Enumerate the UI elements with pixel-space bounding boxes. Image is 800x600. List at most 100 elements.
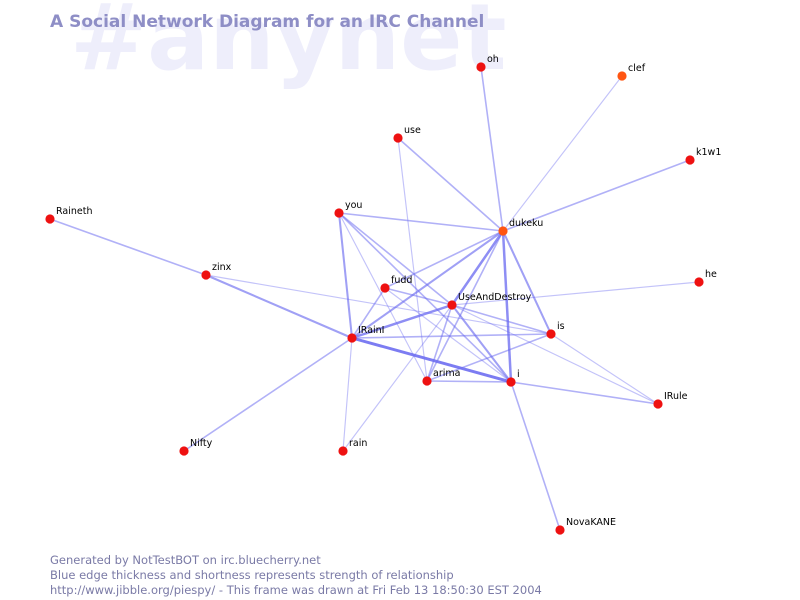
node-dot-oh	[476, 62, 486, 72]
edge-UseAndDestroy-fudd	[384, 287, 453, 306]
node-label-zinx: zinx	[212, 262, 232, 273]
node-Raineth: Raineth	[45, 206, 92, 224]
edge-you-UseAndDestroy	[338, 212, 453, 306]
node-dukeku: dukeku	[498, 218, 543, 236]
edge-dukeku-fudd	[384, 230, 504, 289]
footer-legend-note: Blue edge thickness and shortness repres…	[50, 568, 454, 582]
edge-use-arima	[397, 137, 428, 382]
node-use: use	[393, 125, 421, 143]
node-label-dukeku: dukeku	[509, 218, 543, 229]
node-dot-is	[546, 329, 556, 339]
edge-UseAndDestroy-he	[451, 281, 700, 306]
node-dot-IRainI	[347, 333, 357, 343]
edge-dukeku-UseAndDestroy	[450, 229, 505, 307]
edge-IRainI-Nifty	[183, 337, 353, 452]
node-dot-Nifty	[179, 446, 189, 456]
edge-use-dukeku	[397, 137, 504, 232]
edge-k1w1-dukeku	[502, 159, 691, 232]
edge-IRainI-rain	[342, 337, 353, 452]
node-fudd: fudd	[380, 275, 412, 293]
node-dot-clef	[617, 71, 627, 81]
node-zinx: zinx	[201, 262, 232, 280]
edge-dukeku-arima	[426, 230, 504, 382]
node-rain: rain	[338, 438, 367, 456]
edge-zinx-is	[205, 274, 552, 335]
edge-is-IRule	[550, 333, 659, 405]
edge-i-NovaKANE	[510, 381, 561, 531]
node-label-Nifty: Nifty	[190, 438, 213, 449]
diagram-title: A Social Network Diagram for an IRC Chan…	[50, 12, 485, 32]
node-dot-i	[506, 377, 516, 387]
edge-i-arima	[426, 380, 512, 383]
node-dot-dukeku	[498, 226, 508, 236]
edge-you-dukeku	[338, 212, 504, 232]
node-IRainI: IRainI	[347, 325, 384, 343]
node-dot-IRule	[653, 399, 663, 409]
edge-clef-dukeku	[502, 75, 623, 232]
node-k1w1: k1w1	[685, 147, 721, 165]
node-dot-k1w1	[685, 155, 695, 165]
edge-dukeku-i	[501, 229, 513, 384]
node-NovaKANE: NovaKANE	[555, 517, 616, 535]
edge-i-IRule	[510, 381, 659, 405]
edge-zinx-IRainI	[204, 273, 354, 340]
node-label-rain: rain	[349, 438, 367, 449]
edge-UseAndDestroy-IRainI	[350, 303, 454, 340]
edge-UseAndDestroy-rain	[342, 304, 453, 452]
node-label-use: use	[404, 125, 421, 136]
node-Nifty: Nifty	[179, 438, 213, 456]
node-dot-Raineth	[45, 214, 55, 224]
node-label-oh: oh	[487, 54, 499, 65]
node-dot-UseAndDestroy	[447, 300, 457, 310]
node-label-arima: arima	[433, 368, 460, 379]
edge-IRainI-is	[351, 333, 552, 339]
edge-dukeku-is	[501, 229, 553, 336]
node-is: is	[546, 321, 565, 339]
footer-generated-by: Generated by NotTestBOT on irc.bluecherr…	[50, 553, 321, 567]
node-dot-he	[694, 277, 704, 287]
node-dot-you	[334, 208, 344, 218]
edge-UseAndDestroy-i	[450, 303, 513, 384]
node-i: i	[506, 369, 520, 387]
channel-watermark: #anynet	[70, 0, 507, 91]
node-label-IRainI: IRainI	[358, 325, 384, 336]
footer-url-timestamp: http://www.jibble.org/piespy/ - This fra…	[50, 583, 542, 597]
edge-IRainI-fudd	[351, 287, 386, 339]
node-oh: oh	[476, 54, 499, 72]
edge-dukeku-IRainI	[350, 229, 505, 340]
node-dot-rain	[338, 446, 348, 456]
edge-you-arima	[338, 212, 428, 382]
node-label-IRule: IRule	[664, 391, 688, 402]
node-dot-zinx	[201, 270, 211, 280]
node-label-you: you	[345, 200, 362, 211]
node-label-i: i	[517, 369, 520, 380]
edge-UseAndDestroy-is	[451, 304, 552, 335]
edge-UseAndDestroy-IRule	[451, 304, 659, 405]
edge-layer	[49, 66, 700, 531]
node-arima: arima	[422, 368, 460, 386]
node-IRule: IRule	[653, 391, 688, 409]
node-label-is: is	[557, 321, 565, 332]
edge-IRainI-i	[350, 336, 513, 384]
edge-Raineth-zinx	[49, 218, 207, 276]
node-UseAndDestroy: UseAndDestroy	[447, 292, 532, 310]
node-label-Raineth: Raineth	[56, 206, 92, 217]
node-label-fudd: fudd	[391, 275, 412, 286]
node-you: you	[334, 200, 362, 218]
edge-oh-dukeku	[480, 66, 504, 232]
node-label-NovaKANE: NovaKANE	[566, 517, 616, 528]
edge-is-arima	[426, 333, 552, 382]
node-dot-arima	[422, 376, 432, 386]
node-label-UseAndDestroy: UseAndDestroy	[458, 292, 532, 303]
node-label-k1w1: k1w1	[696, 147, 721, 158]
node-dot-NovaKANE	[555, 525, 565, 535]
node-clef: clef	[617, 63, 646, 81]
edge-UseAndDestroy-arima	[426, 304, 453, 382]
node-label-clef: clef	[628, 63, 646, 74]
node-dot-use	[393, 133, 403, 143]
node-he: he	[694, 269, 717, 287]
node-label-he: he	[705, 269, 717, 280]
